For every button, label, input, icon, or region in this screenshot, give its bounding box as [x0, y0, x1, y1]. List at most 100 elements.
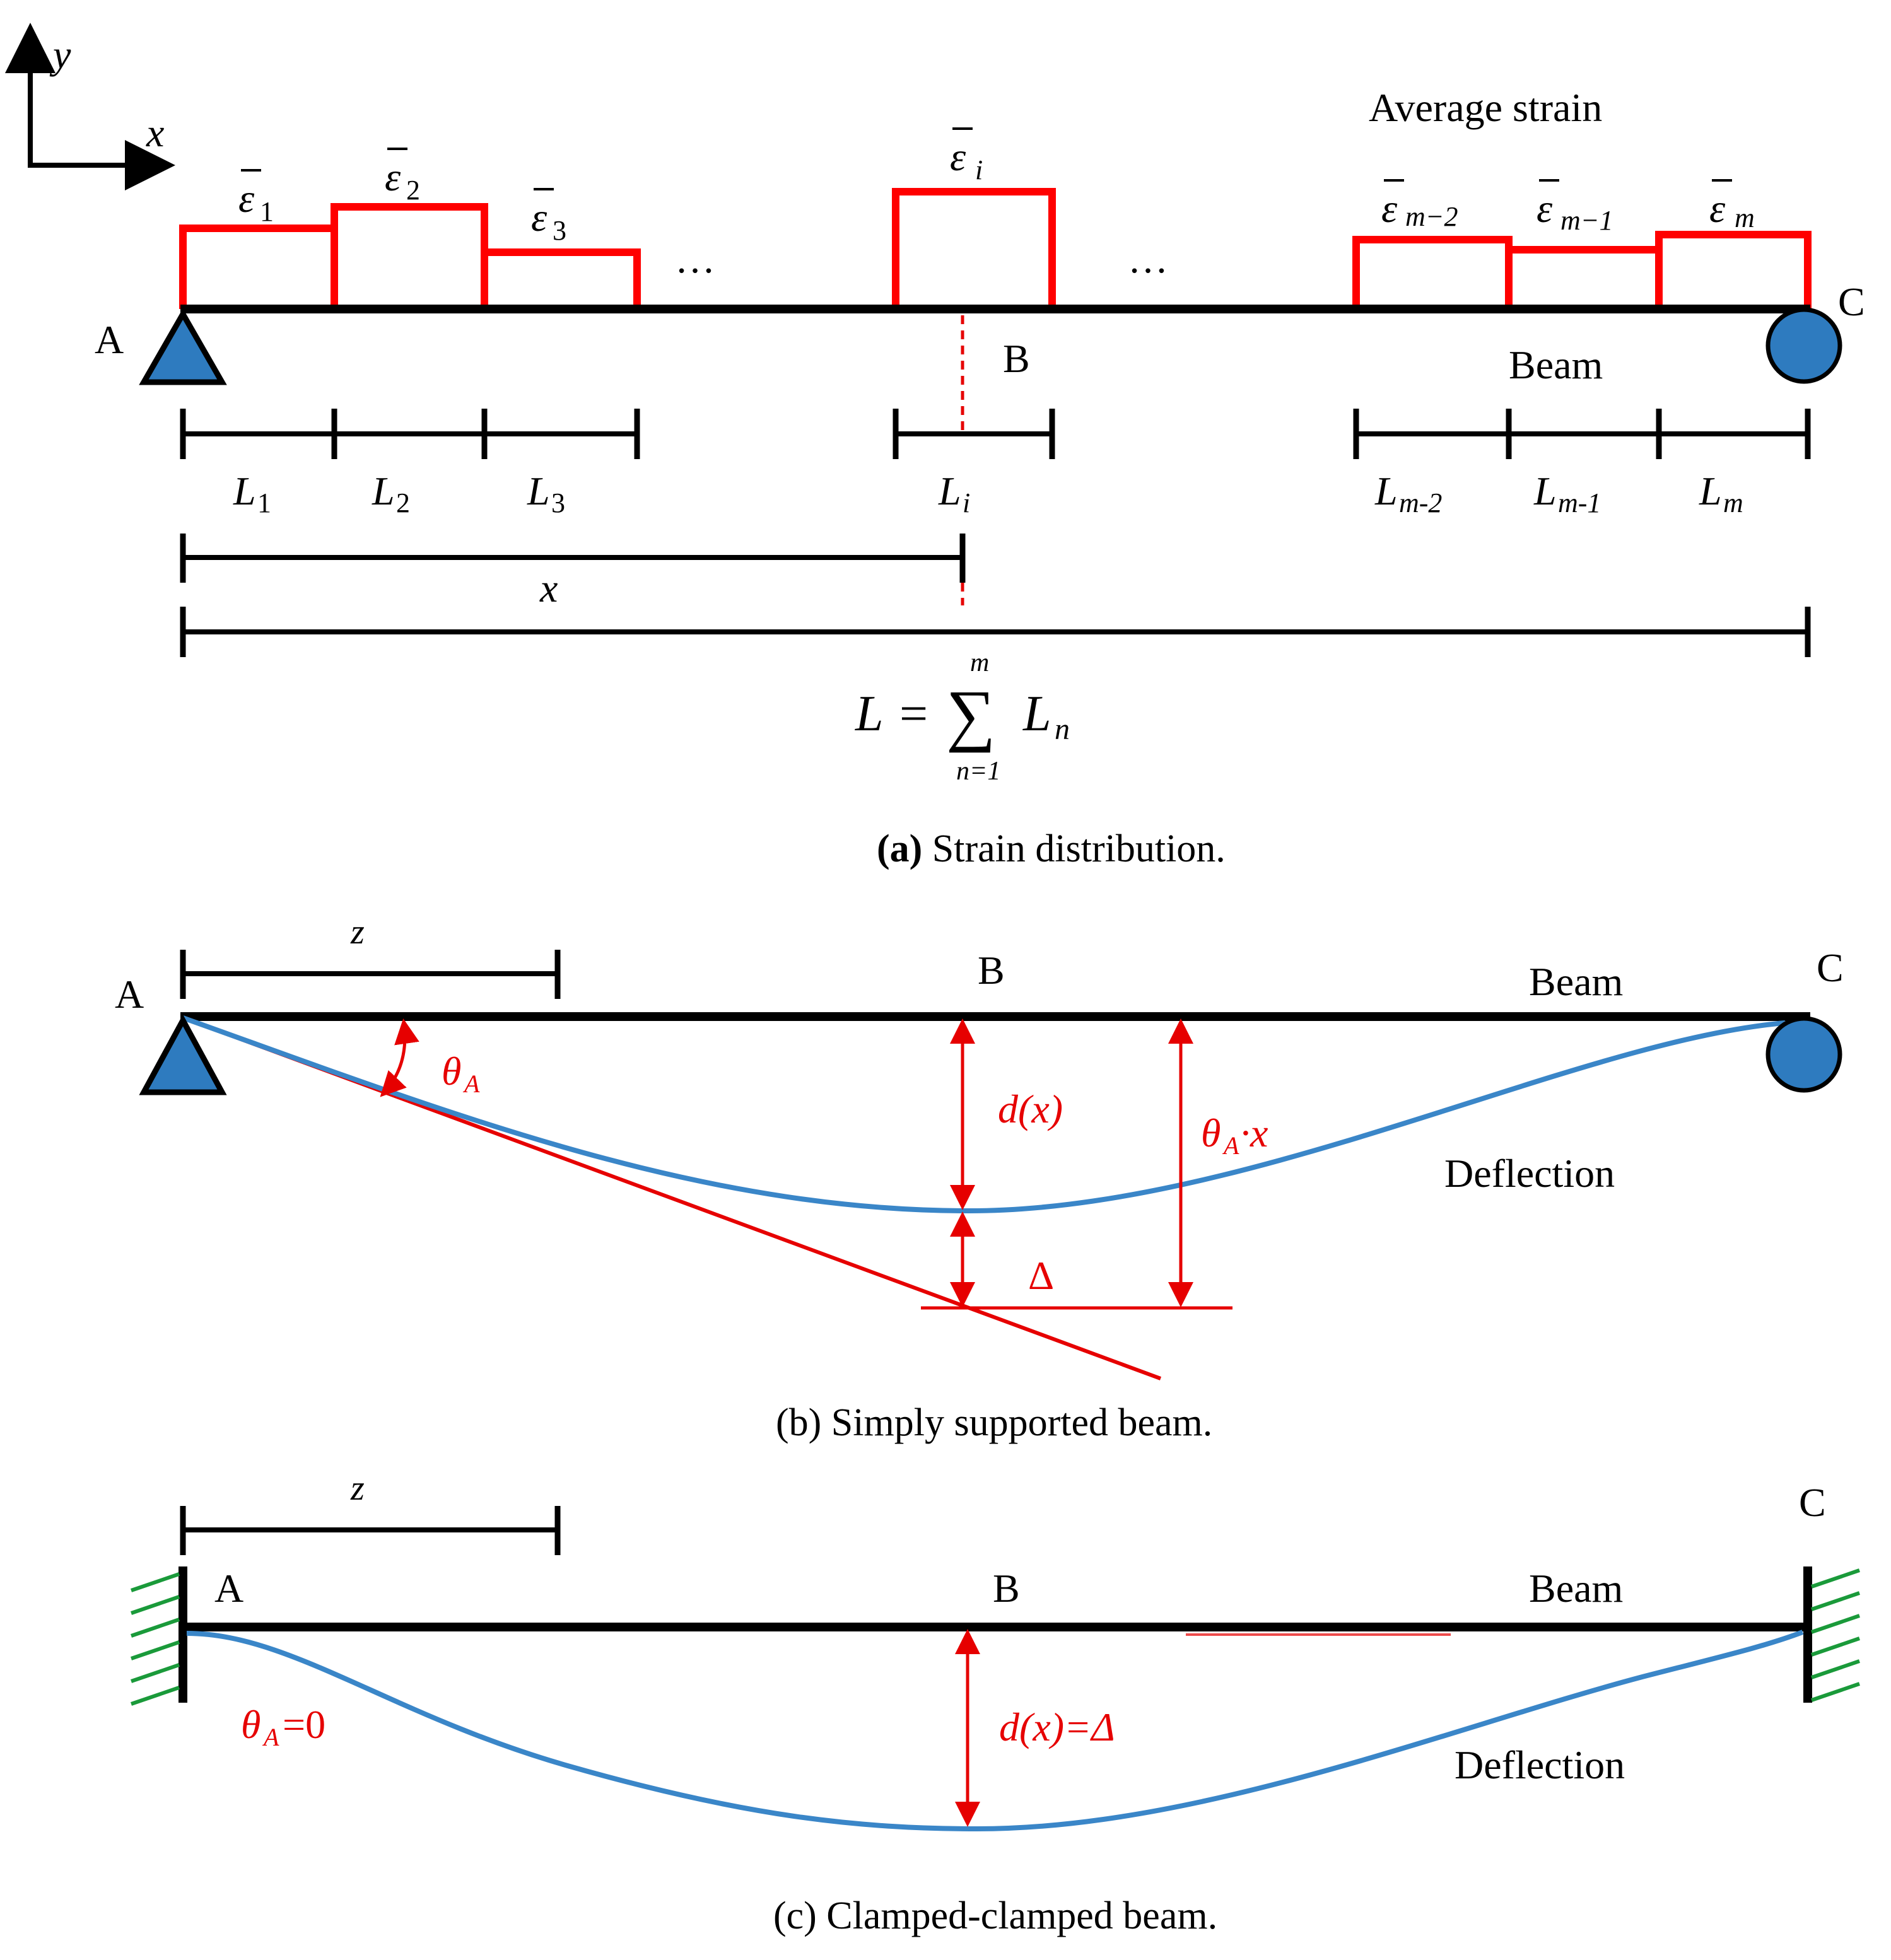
delta-label-b: Δ	[1028, 1253, 1054, 1298]
z-label-b: z	[350, 913, 365, 952]
theta-a-zero-label-c: θ A =0	[241, 1702, 325, 1751]
beam-label-b: Beam	[1529, 959, 1623, 1004]
length-label-m-1: L m-1	[1533, 469, 1601, 518]
svg-text:3: 3	[553, 215, 566, 246]
caption-b: (b) Simply supported beam.	[776, 1401, 1212, 1444]
length-label-3: L 3	[527, 469, 565, 518]
svg-text:·x: ·x	[1240, 1111, 1268, 1155]
strain-label-m-2: ε m−2	[1381, 179, 1458, 232]
svg-text:L: L	[527, 469, 550, 513]
svg-text:1: 1	[257, 487, 271, 518]
point-c-label-c: C	[1799, 1480, 1826, 1525]
svg-text:L: L	[1699, 469, 1722, 513]
svg-text:ε: ε	[1537, 186, 1553, 231]
svg-text:i: i	[975, 155, 983, 185]
svg-text:1: 1	[260, 196, 274, 227]
svg-text:m-2: m-2	[1399, 487, 1442, 518]
svg-text:ε: ε	[385, 155, 401, 199]
svg-text:ε: ε	[531, 195, 547, 240]
point-a-label-b: A	[115, 972, 144, 1017]
total-length-formula: L = ∑ m n=1 L n	[855, 648, 1070, 786]
point-a-label: A	[95, 317, 124, 362]
point-a-label-c: A	[214, 1566, 243, 1611]
strain-block-3	[481, 248, 641, 309]
svg-text:L: L	[855, 686, 884, 742]
caption-c: (c) Clamped-clamped beam.	[773, 1894, 1217, 1937]
svg-text:A: A	[262, 1723, 279, 1751]
svg-text:n: n	[1055, 713, 1070, 746]
point-b-label: B	[1003, 336, 1030, 381]
svg-text:m: m	[1723, 487, 1743, 518]
x-dimension-label: x	[539, 566, 558, 610]
strain-block-m	[1655, 231, 1812, 309]
svg-text:ε: ε	[1709, 186, 1726, 231]
strain-block-m-2	[1352, 236, 1513, 309]
panel-b-simply-supported: z A B C Beam θ A d(x) Δ θ A ·x	[115, 913, 1844, 1444]
panel-a-strain-distribution: Average strain ε 1 ε 2 ε 3 ε i	[95, 85, 1865, 870]
strain-label-1: ε 1	[238, 169, 274, 227]
point-c-label-b: C	[1817, 945, 1844, 990]
svg-text:ε: ε	[1381, 186, 1398, 231]
point-b-label-c: B	[993, 1566, 1020, 1611]
svg-text:A: A	[1222, 1131, 1239, 1160]
svg-text:L: L	[1022, 686, 1051, 742]
svg-text:m−2: m−2	[1405, 201, 1458, 232]
roller-support-a	[1765, 307, 1842, 384]
svg-text:θ: θ	[442, 1049, 461, 1094]
length-label-m: L m	[1699, 469, 1743, 518]
svg-text:L: L	[1374, 469, 1398, 513]
z-label-c: z	[350, 1469, 365, 1508]
pin-support-b	[139, 1014, 227, 1095]
svg-text:m−1: m−1	[1560, 205, 1613, 236]
deflection-curve-b	[182, 1015, 1786, 1214]
segment-dimensions	[180, 409, 1811, 459]
coordinate-axes: y x	[4, 23, 175, 190]
svg-text:ε: ε	[950, 134, 966, 179]
deflection-label-b: Deflection	[1444, 1151, 1615, 1196]
svg-text:θ: θ	[1201, 1111, 1221, 1155]
caption-a: (a) Strain distribution.	[877, 827, 1226, 870]
roller-support-b	[1765, 1016, 1842, 1093]
clamp-right-c	[1803, 1566, 1860, 1703]
theta-a-label-b: θ A	[442, 1049, 480, 1098]
strain-block-i	[892, 188, 1056, 309]
svg-text:=0: =0	[283, 1702, 325, 1747]
svg-text:L: L	[938, 469, 961, 513]
svg-text:=: =	[899, 686, 928, 742]
dots-left: …	[675, 236, 715, 281]
svg-text:L: L	[372, 469, 395, 513]
svg-text:3: 3	[551, 487, 565, 518]
svg-text:L: L	[233, 469, 256, 513]
svg-text:n=1: n=1	[956, 757, 1000, 786]
strain-label-i: ε i	[950, 127, 983, 185]
length-label-m-2: L m-2	[1374, 469, 1442, 518]
strain-block-m-1	[1505, 246, 1663, 309]
svg-text:L: L	[1533, 469, 1557, 513]
deflection-curve-c	[186, 1630, 1804, 1832]
svg-text:2: 2	[396, 487, 410, 518]
theta-arc-b	[380, 1018, 419, 1097]
point-b-label-b: B	[978, 948, 1005, 993]
svg-text:m: m	[970, 648, 989, 677]
svg-text:m-1: m-1	[1558, 487, 1601, 518]
length-label-1: L 1	[233, 469, 271, 518]
svg-text:i: i	[963, 487, 970, 518]
svg-text:m: m	[1735, 202, 1755, 233]
svg-text:θ: θ	[241, 1702, 261, 1747]
strain-block-1	[179, 225, 338, 309]
dx-delta-label-c: d(x)=Δ	[999, 1705, 1115, 1749]
point-c-label: C	[1838, 279, 1865, 324]
clamp-left-c	[131, 1566, 187, 1706]
dots-right: …	[1128, 236, 1168, 281]
length-label-i: L i	[938, 469, 970, 518]
strain-label-m: ε m	[1709, 179, 1755, 233]
length-label-2: L 2	[372, 469, 410, 518]
strain-block-2	[331, 203, 488, 309]
y-axis-label: y	[49, 32, 71, 77]
svg-text:∑: ∑	[946, 676, 995, 753]
strain-label-2: ε 2	[385, 148, 420, 206]
pin-support-a	[139, 308, 227, 385]
panel-c-clamped-clamped: z C A B Beam θ	[131, 1469, 1860, 1937]
beam-label-a: Beam	[1509, 342, 1603, 387]
